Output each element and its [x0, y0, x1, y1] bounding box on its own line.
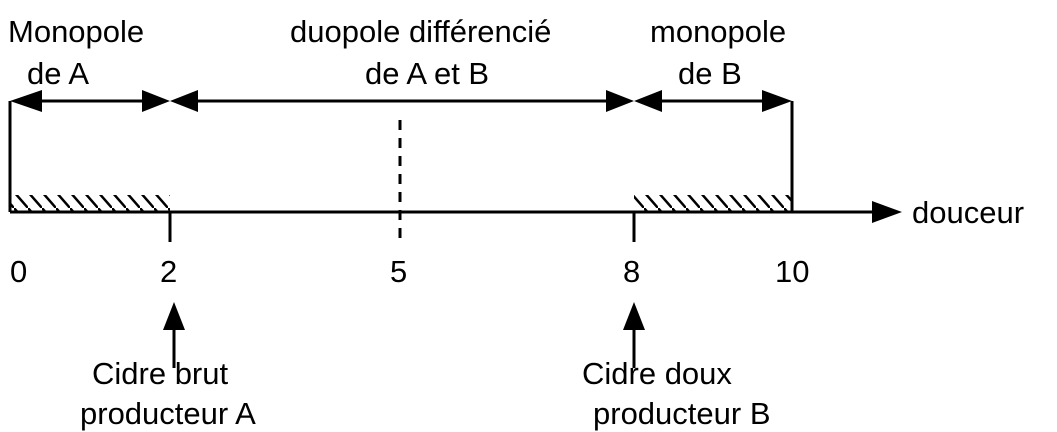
region-monopole-b-line1: monopole [650, 14, 786, 49]
producer-a-line1: Cidre brut [92, 356, 228, 391]
arrowhead-left-a [10, 90, 42, 112]
tick-label-5: 5 [390, 254, 407, 289]
region-monopole-a-line2: de A [27, 56, 89, 91]
hatch-region-a [10, 195, 170, 212]
tick-label-2: 2 [160, 254, 177, 289]
producer-b-line2: producteur B [593, 396, 771, 431]
producer-b-arrowhead [623, 302, 645, 330]
region-duopole-line1: duopole différencié [290, 14, 551, 49]
arrowhead-right-a [142, 90, 170, 112]
arrowhead-right-b [762, 90, 792, 112]
region-duopole-line2: de A et B [365, 56, 489, 91]
producer-arrows [163, 302, 645, 368]
arrowhead-right-duo [606, 90, 634, 112]
tick-label-8: 8 [623, 254, 640, 289]
arrowhead-left-b [634, 90, 662, 112]
range-arrows [8, 90, 794, 212]
region-monopole-a-line1: Monopole [8, 14, 144, 49]
producer-b-line1: Cidre doux [582, 356, 732, 391]
region-monopole-b-line2: de B [678, 56, 742, 91]
hatch-region-b [634, 195, 792, 212]
tick-label-10: 10 [775, 254, 809, 289]
axis-label: douceur [912, 195, 1024, 230]
arrowhead-left-duo [170, 90, 198, 112]
axis-arrowhead [872, 201, 902, 223]
producer-a-line2: producteur A [80, 396, 256, 431]
producer-a-arrowhead [163, 302, 185, 330]
tick-label-0: 0 [10, 254, 27, 289]
